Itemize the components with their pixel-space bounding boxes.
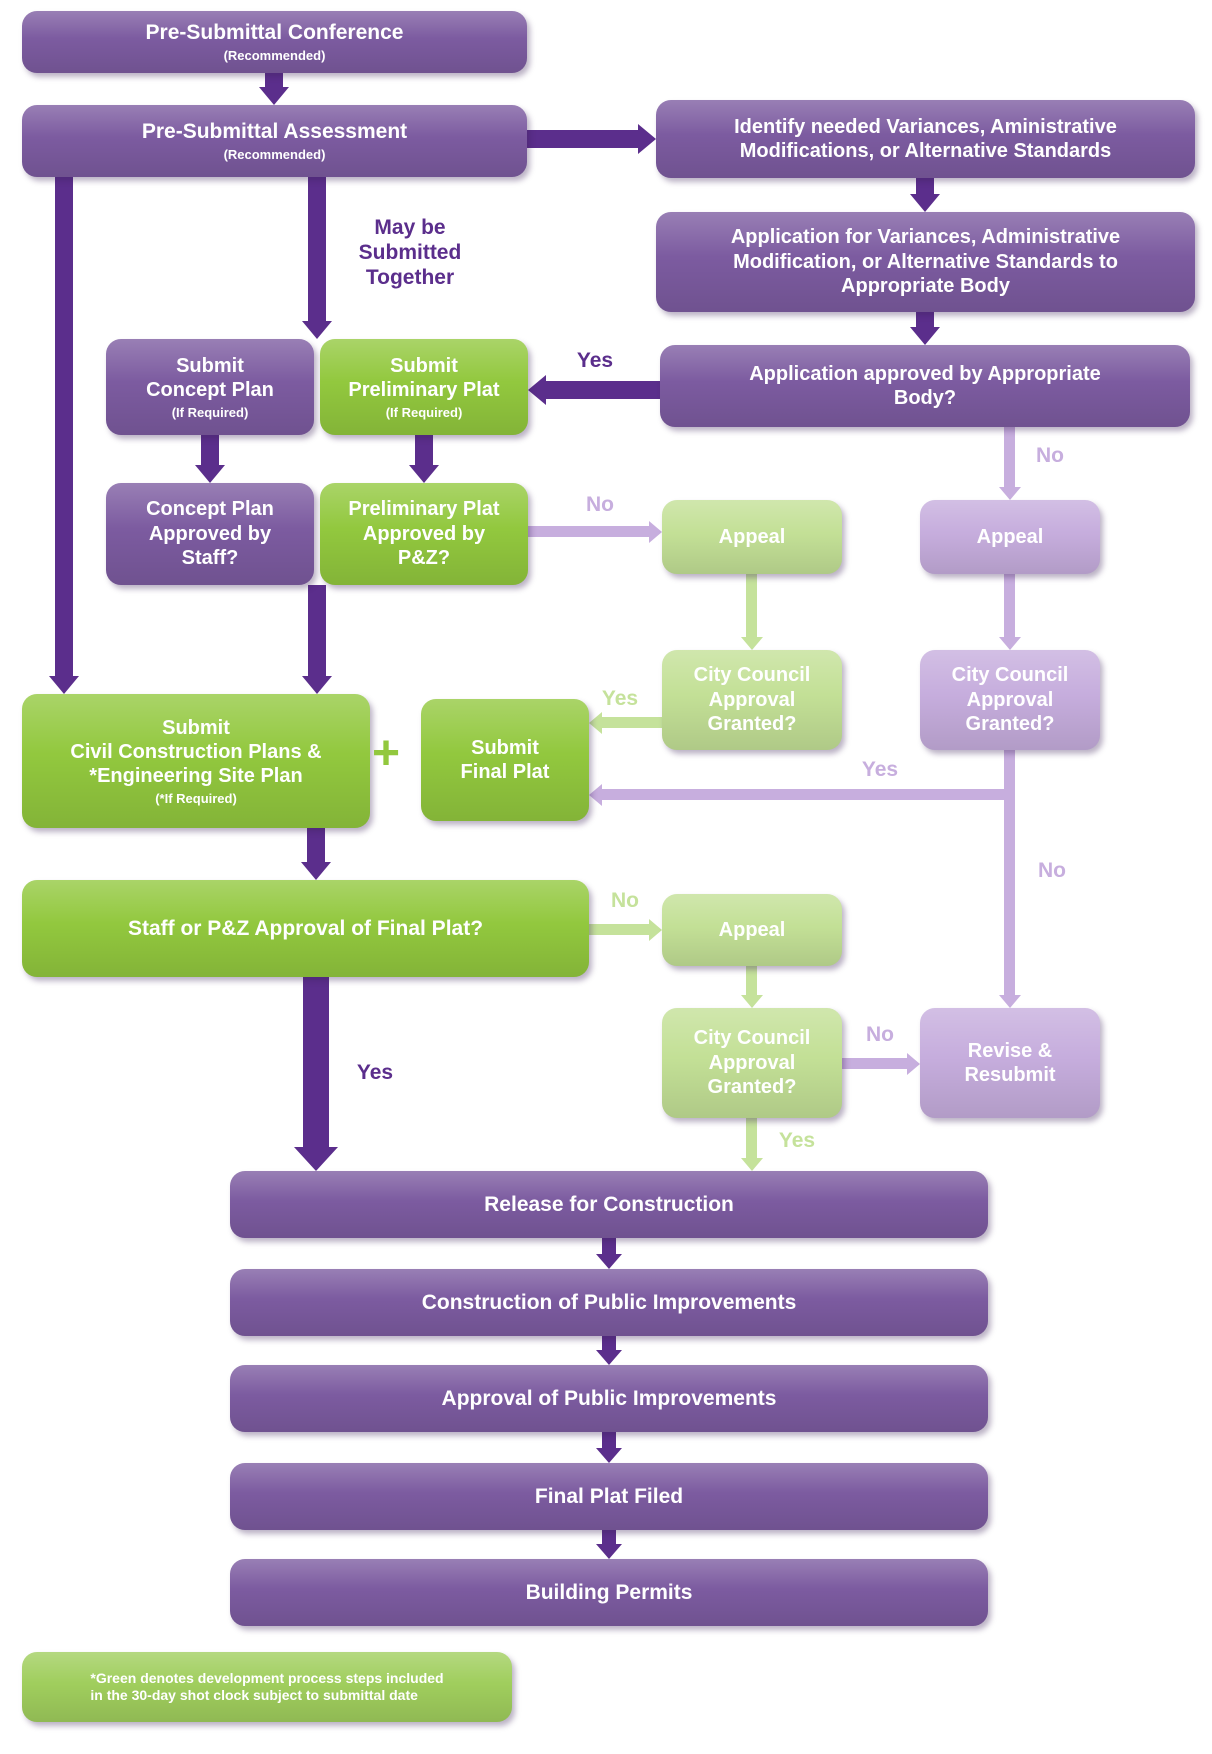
arrow-approved-no-to-appeal xyxy=(998,427,1021,500)
node-label: Building Permits xyxy=(525,1580,693,1604)
node-label: Submit Concept Plan xyxy=(146,354,274,402)
node-city-council-2: City Council Approval Granted? xyxy=(920,650,1100,750)
node-building-permits: Building Permits xyxy=(230,1559,988,1626)
label-may-be-submitted-together: May be Submitted Together xyxy=(358,216,462,290)
node-pre-submittal-assessment: Pre-Submittal Assessment (Recommended) xyxy=(22,105,527,177)
node-label: Identify needed Variances, Aministrative… xyxy=(734,115,1117,162)
arrow-council1-yes-to-final-plat xyxy=(589,711,662,734)
node-sublabel: (If Required) xyxy=(171,404,249,420)
node-sublabel: (Recommended) xyxy=(223,48,326,63)
arrow-assessment-to-civil xyxy=(49,177,79,694)
node-label: Pre-Submittal Conference xyxy=(145,21,404,45)
arrow-release-to-construction xyxy=(596,1238,622,1269)
arrow-appeal3-to-council3 xyxy=(740,966,763,1008)
arrow-appeal2-to-council2 xyxy=(998,574,1021,650)
node-city-council-3: City Council Approval Granted? xyxy=(662,1008,842,1118)
plus-sign: + xyxy=(372,727,401,780)
arrow-civil-to-staff-pz xyxy=(301,828,331,880)
node-appeal-1: Appeal xyxy=(662,500,842,574)
node-sublabel: (Recommended) xyxy=(223,147,326,162)
node-preliminary-plat-approved: Preliminary Plat Approved by P&Z? xyxy=(320,483,528,585)
label-yes-application-approved: Yes xyxy=(576,349,614,372)
node-label: Staff or P&Z Approval of Final Plat? xyxy=(127,916,484,940)
node-label: Preliminary Plat Approved by P&Z? xyxy=(348,498,500,570)
arrow-application-to-approved xyxy=(910,312,940,345)
node-label: Approval of Public Improvements xyxy=(441,1386,777,1410)
node-city-council-1: City Council Approval Granted? xyxy=(662,650,842,750)
node-label: Appeal xyxy=(718,525,786,548)
node-label: Concept Plan Approved by Staff? xyxy=(146,498,274,570)
arrow-council2-yes-to-final-plat xyxy=(589,783,1010,806)
node-submit-final-plat: Submit Final Plat xyxy=(421,699,589,821)
arrow-plat-approved-no-to-appeal xyxy=(528,520,662,543)
node-label: Revise & Resubmit xyxy=(964,1039,1056,1086)
arrow-final-plat-to-permits xyxy=(596,1530,622,1559)
node-label: Application for Variances, Administrativ… xyxy=(730,226,1121,298)
arrow-conference-to-assessment xyxy=(259,73,289,105)
arrow-appeal1-to-council1 xyxy=(740,574,763,650)
node-label: Construction of Public Improvements xyxy=(421,1290,797,1314)
node-revise-resubmit: Revise & Resubmit xyxy=(920,1008,1100,1118)
arrow-council3-no-to-revise xyxy=(842,1052,920,1075)
node-application-approved: Application approved by Appropriate Body… xyxy=(660,345,1190,427)
arrow-council3-yes-to-release xyxy=(740,1118,763,1171)
label-yes-council3: Yes xyxy=(778,1129,816,1152)
label-no-council3: No xyxy=(866,1023,894,1046)
arrow-approved-to-civil xyxy=(302,585,332,694)
node-label: Application approved by Appropriate Body… xyxy=(749,362,1101,409)
arrow-concept-to-concept-approved xyxy=(195,435,225,483)
node-label: Release for Construction xyxy=(484,1192,734,1216)
arrow-approval-to-final-plat xyxy=(596,1432,622,1463)
label-yes-council1: Yes xyxy=(601,687,639,710)
arrow-staff-pz-no-to-appeal xyxy=(589,918,662,941)
arrow-construction-to-approval xyxy=(596,1336,622,1365)
node-pre-submittal-conference: Pre-Submittal Conference (Recommended) xyxy=(22,11,527,73)
arrow-assessment-to-identify xyxy=(527,124,656,154)
arrow-approved-yes-to-preliminary xyxy=(528,375,660,405)
node-appeal-2: Appeal xyxy=(920,500,1100,574)
node-label: City Council Approval Granted? xyxy=(693,1027,811,1099)
node-construction-public-improvements: Construction of Public Improvements xyxy=(230,1269,988,1336)
node-label: Pre-Submittal Assessment xyxy=(141,120,408,144)
node-concept-plan-approved: Concept Plan Approved by Staff? xyxy=(106,483,314,585)
node-staff-pz-approval: Staff or P&Z Approval of Final Plat? xyxy=(22,880,589,977)
node-release-for-construction: Release for Construction xyxy=(230,1171,988,1238)
node-identify-variances: Identify needed Variances, Aministrative… xyxy=(656,100,1195,178)
node-application-variances: Application for Variances, Administrativ… xyxy=(656,212,1195,312)
label-no-staff-pz: No xyxy=(611,889,639,912)
node-submit-civil: Submit Civil Construction Plans & *Engin… xyxy=(22,694,370,828)
arrow-council2-no-to-revise xyxy=(998,750,1021,1008)
arrow-staff-pz-yes-to-release xyxy=(294,977,338,1171)
label-no-application-approved: No xyxy=(1036,444,1064,467)
node-label: Appeal xyxy=(718,918,786,941)
legend-note: *Green denotes development process steps… xyxy=(22,1652,512,1722)
label-no-plat-approved: No xyxy=(586,493,614,516)
node-label: City Council Approval Granted? xyxy=(693,664,811,736)
node-label: Submit Final Plat xyxy=(460,736,550,783)
node-submit-preliminary-plat: Submit Preliminary Plat (If Required) xyxy=(320,339,528,435)
label-yes-staff-pz: Yes xyxy=(356,1061,394,1084)
arrow-identify-to-application xyxy=(910,178,940,212)
node-label: Submit Civil Construction Plans & *Engin… xyxy=(70,716,322,788)
node-appeal-3: Appeal xyxy=(662,894,842,966)
node-sublabel: (*If Required) xyxy=(155,790,237,806)
arrow-assessment-to-submit-plans xyxy=(302,177,332,339)
node-label: Submit Preliminary Plat xyxy=(348,354,500,402)
node-final-plat-filed: Final Plat Filed xyxy=(230,1463,988,1530)
node-label: City Council Approval Granted? xyxy=(951,664,1069,736)
node-label: Appeal xyxy=(976,525,1044,548)
node-submit-concept-plan: Submit Concept Plan (If Required) xyxy=(106,339,314,435)
arrow-preliminary-to-plat-approved xyxy=(409,435,439,483)
node-approval-public-improvements: Approval of Public Improvements xyxy=(230,1365,988,1432)
node-sublabel: (If Required) xyxy=(385,404,463,420)
legend-note-text: *Green denotes development process steps… xyxy=(90,1669,444,1703)
node-label: Final Plat Filed xyxy=(534,1484,684,1508)
label-no-council2: No xyxy=(1038,859,1066,882)
label-yes-council2: Yes xyxy=(861,758,899,781)
